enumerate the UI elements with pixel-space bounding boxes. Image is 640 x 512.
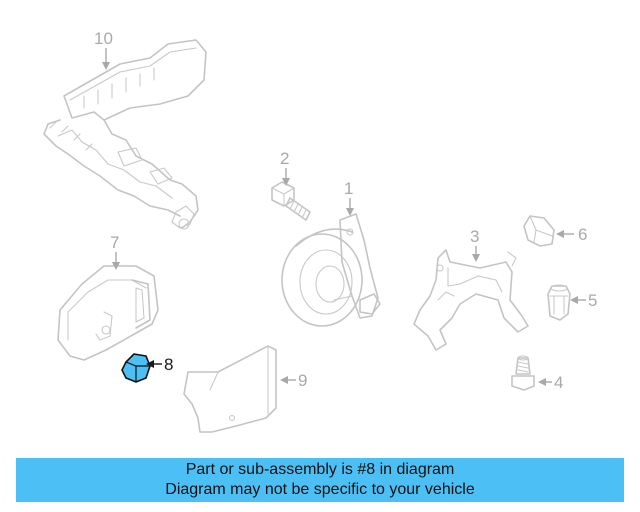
callout-3: 3 bbox=[470, 227, 480, 262]
callout-6: 6 bbox=[556, 225, 587, 244]
svg-text:10: 10 bbox=[94, 29, 113, 48]
callout-1: 1 bbox=[344, 179, 354, 216]
callout-5: 5 bbox=[570, 291, 597, 310]
part-10-harness-bracket bbox=[43, 39, 207, 230]
svg-text:3: 3 bbox=[470, 227, 479, 246]
svg-text:9: 9 bbox=[298, 371, 307, 390]
part-1-horn bbox=[281, 213, 381, 327]
svg-text:4: 4 bbox=[554, 373, 563, 392]
part-8-nut-highlighted[interactable] bbox=[121, 353, 151, 383]
part-9-plate bbox=[183, 345, 277, 433]
part-5-grommet bbox=[547, 284, 571, 321]
svg-text:6: 6 bbox=[578, 225, 587, 244]
callout-9: 9 bbox=[280, 371, 307, 390]
part-3-bracket bbox=[413, 249, 529, 351]
part-info-banner: Part or sub-assembly is #8 in diagram Di… bbox=[16, 458, 624, 502]
parts-diagram: 10 2 1 3 bbox=[43, 29, 597, 433]
svg-text:7: 7 bbox=[110, 233, 119, 252]
part-7-horn-housing bbox=[57, 265, 159, 361]
callout-8: 8 bbox=[146, 355, 173, 374]
svg-text:8: 8 bbox=[164, 355, 173, 374]
callout-4: 4 bbox=[538, 373, 563, 392]
part-2-bolt bbox=[271, 181, 311, 221]
callout-2: 2 bbox=[280, 149, 290, 186]
callout-10: 10 bbox=[94, 29, 113, 70]
part-4-stud bbox=[511, 355, 535, 391]
svg-text:5: 5 bbox=[588, 291, 597, 310]
banner-line-disclaimer: Diagram may not be specific to your vehi… bbox=[165, 481, 475, 498]
callout-7: 7 bbox=[110, 233, 120, 270]
part-6-clip bbox=[523, 215, 555, 247]
svg-text:2: 2 bbox=[280, 149, 289, 168]
svg-text:1: 1 bbox=[344, 179, 353, 198]
banner-line-part: Part or sub-assembly is #8 in diagram bbox=[185, 461, 455, 478]
